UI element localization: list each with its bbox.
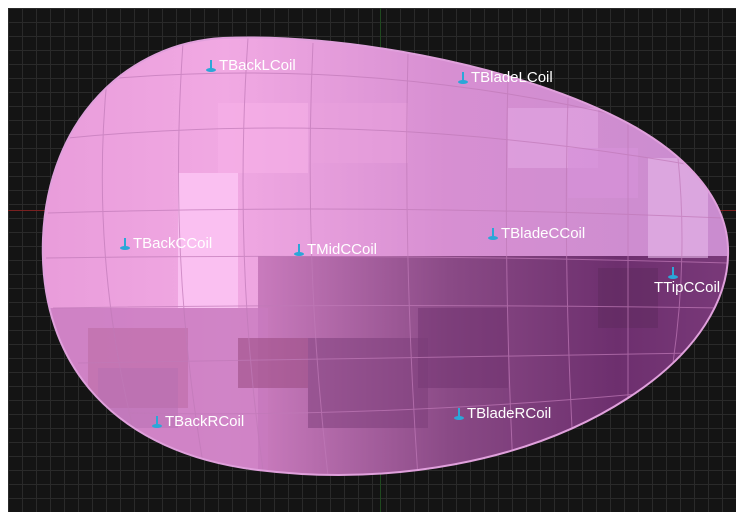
head-mesh-model[interactable]: [8, 8, 736, 512]
coil-name: TBladeCCoil: [501, 225, 586, 242]
coil-name: TBackLCoil: [219, 57, 296, 74]
coil-name: TTipCCoil: [654, 279, 721, 296]
coil-name: TBackRCoil: [165, 413, 245, 430]
coil-label-tbladeccoil[interactable]: TBladeCCoil: [486, 226, 585, 241]
coil-marker-icon: [488, 227, 498, 240]
coil-marker-icon: [120, 237, 130, 250]
coil-marker-icon: [152, 415, 162, 428]
coil-label-tbackccoil[interactable]: TBackCCoil: [118, 236, 212, 251]
coil-name: TBackCCoil: [133, 235, 213, 252]
coil-label-tbacklcoil[interactable]: TBackLCoil: [204, 58, 296, 73]
coil-marker-icon: [206, 59, 216, 72]
mesh-surface: [42, 37, 729, 475]
3d-viewport[interactable]: TBackLCoil TBladeLCoil TBackCCoil TMidCC…: [8, 8, 736, 512]
coil-name: TBladeRCoil: [467, 405, 552, 422]
mesh-outline: [41, 36, 730, 476]
coil-label-ttipccoil[interactable]: TTipCCoil: [654, 266, 720, 295]
coil-label-tbladercoil[interactable]: TBladeRCoil: [452, 406, 551, 421]
coil-marker-icon: [458, 71, 468, 84]
coil-label-tmidccoil[interactable]: TMidCCoil: [292, 242, 377, 257]
coil-name: TMidCCoil: [307, 241, 378, 258]
coil-label-tbackrcoil[interactable]: TBackRCoil: [150, 414, 244, 429]
coil-marker-icon: [668, 267, 679, 279]
coil-marker-icon: [454, 407, 464, 420]
coil-label-tbladelcoil[interactable]: TBladeLCoil: [456, 70, 553, 85]
coil-marker-icon: [294, 243, 304, 256]
coil-name: TBladeLCoil: [471, 69, 553, 86]
